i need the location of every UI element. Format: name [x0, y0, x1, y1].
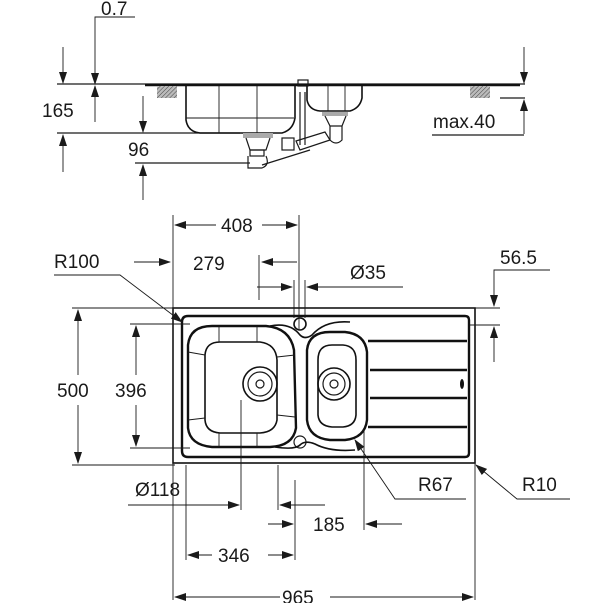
label-tap-hole-35: Ø35: [350, 263, 386, 284]
label-waste-96: 96: [128, 140, 149, 161]
label-r67: R67: [418, 475, 453, 496]
overflow-fitting: [297, 79, 309, 87]
label-waste-118: Ø118: [135, 480, 180, 501]
main-bowl: [186, 324, 298, 449]
trap: [247, 155, 268, 169]
label-185: 185: [313, 515, 345, 536]
small-bowl-floor: [317, 344, 357, 428]
main-waste: [245, 137, 271, 151]
label-346: 346: [218, 546, 250, 567]
label-thickness: 0.7: [101, 0, 127, 20]
side-view: 0.7 165 96 max.40: [42, 0, 528, 200]
label-965: 965: [282, 588, 314, 603]
main-bowl-floor: [204, 341, 278, 434]
tap-hole: [293, 317, 307, 331]
label-r10: R10: [522, 475, 557, 496]
main-waste-outer: [242, 366, 278, 402]
label-408: 408: [221, 216, 253, 237]
small-bowl-profile: [306, 86, 363, 112]
small-bowl: [305, 330, 369, 442]
label-56.5: 56.5: [500, 248, 537, 269]
main-bowl-profile: [185, 86, 296, 134]
sink-rim: [180, 314, 471, 459]
dim-0.7-leader: [91, 16, 135, 85]
small-waste-outer: [317, 367, 351, 401]
label-396: 396: [115, 381, 147, 402]
label-500: 500: [57, 381, 89, 402]
small-waste: [324, 115, 347, 127]
plan-view: 408 279 R100 Ø35 56.5 500 396 Ø118 R67: [54, 215, 570, 603]
clip-right: [470, 86, 490, 98]
drainer-plug: [460, 379, 464, 389]
label-worktop-max40: max.40: [433, 112, 495, 133]
clip-left: [157, 86, 177, 98]
main-waste-strainer: [247, 371, 273, 397]
connector-pipe: [261, 149, 311, 166]
label-279: 279: [193, 254, 225, 275]
label-r100: R100: [54, 252, 99, 273]
label-depth-165: 165: [42, 101, 74, 122]
